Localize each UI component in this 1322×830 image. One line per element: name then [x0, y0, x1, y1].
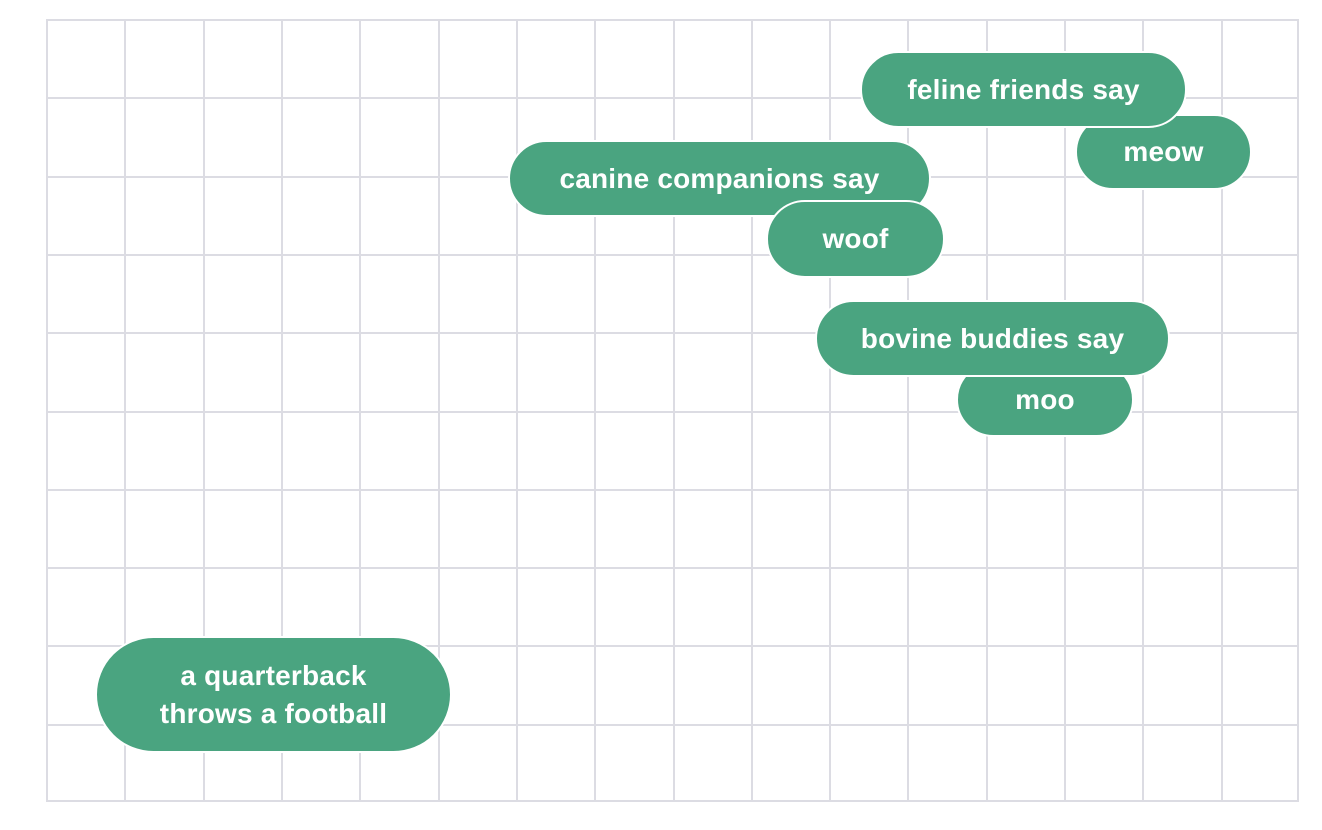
pill-label: moo: [1015, 383, 1075, 415]
pill-label: a quarterback throws a football: [160, 657, 387, 733]
grid-line-vertical: [1142, 21, 1144, 800]
grid-line-vertical: [281, 21, 283, 800]
grid-line-horizontal: [48, 645, 1297, 647]
grid-line-horizontal: [48, 97, 1297, 99]
pill-quarterback-throws-football: a quarterback throws a football: [95, 636, 452, 753]
grid-line-horizontal: [48, 411, 1297, 413]
grid-line-vertical: [907, 21, 909, 800]
pill-label: canine companions say: [559, 162, 880, 194]
grid-line-vertical: [516, 21, 518, 800]
pill-label: feline friends say: [907, 73, 1140, 105]
grid-line-horizontal: [48, 567, 1297, 569]
grid-line-vertical: [751, 21, 753, 800]
grid-line-horizontal: [48, 254, 1297, 256]
grid-line-vertical: [124, 21, 126, 800]
pill-label-line-1: a quarterback: [180, 659, 367, 691]
pill-label: meow: [1123, 136, 1204, 167]
grid-line-horizontal: [48, 489, 1297, 491]
grid-line-vertical: [594, 21, 596, 800]
grid-line-horizontal: [48, 724, 1297, 726]
grid-line-vertical: [673, 21, 675, 800]
grid-line-horizontal: [48, 332, 1297, 334]
grid-line-vertical: [359, 21, 361, 800]
grid-line-vertical: [438, 21, 440, 800]
pill-label: woof: [822, 223, 889, 254]
grid-line-vertical: [829, 21, 831, 800]
pill-woof: woof: [766, 200, 945, 278]
grid-line-vertical: [203, 21, 205, 800]
pill-bovine-buddies-say: bovine buddies say: [815, 300, 1170, 377]
pill-label-line-2: throws a football: [159, 697, 388, 729]
pill-label: bovine buddies say: [860, 322, 1125, 354]
grid-line-vertical: [1221, 21, 1223, 800]
pill-feline-friends-say: feline friends say: [860, 51, 1187, 128]
